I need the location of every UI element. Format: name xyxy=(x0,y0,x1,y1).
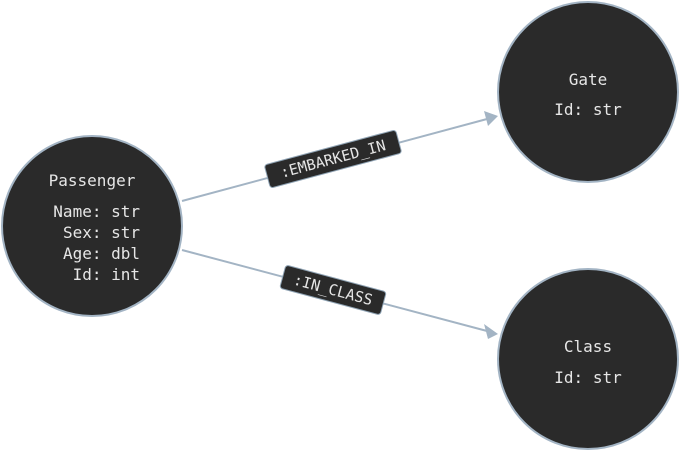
edge-in-class-arrowhead xyxy=(484,324,498,339)
edge-embarked-in-label-box xyxy=(264,129,402,189)
edge-in-class-label: :IN_CLASS xyxy=(279,265,387,315)
node-class-title: Class xyxy=(564,337,612,356)
node-passenger-title: Passenger xyxy=(49,171,136,190)
node-passenger-circle xyxy=(1,135,183,317)
node-gate-title: Gate xyxy=(569,70,608,89)
node-passenger[interactable]: Passenger Name: str Sex: str Age: dbl Id… xyxy=(1,135,183,317)
edge-in-class-label-box xyxy=(279,265,387,315)
edge-embarked-in-label: :EMBARKED_IN xyxy=(264,129,402,189)
node-gate-prop-id: Id: str xyxy=(554,100,622,119)
edge-in-class-label-text: :IN_CLASS xyxy=(291,271,374,309)
node-class-circle xyxy=(497,268,679,450)
node-gate[interactable]: Gate Id: str xyxy=(497,1,679,183)
edge-embarked-in-arrowhead xyxy=(484,111,498,126)
node-gate-circle xyxy=(497,1,679,183)
node-passenger-prop-name: Name: str xyxy=(53,202,140,221)
node-class[interactable]: Class Id: str xyxy=(497,268,679,450)
node-passenger-prop-sex: Sex: str xyxy=(63,223,140,242)
edge-embarked-in[interactable]: :EMBARKED_IN xyxy=(181,111,498,202)
edge-in-class[interactable]: :IN_CLASS xyxy=(181,249,498,339)
node-passenger-prop-age: Age: dbl xyxy=(63,244,140,263)
node-passenger-prop-id: Id: int xyxy=(73,265,140,284)
node-class-prop-id: Id: str xyxy=(554,368,622,387)
